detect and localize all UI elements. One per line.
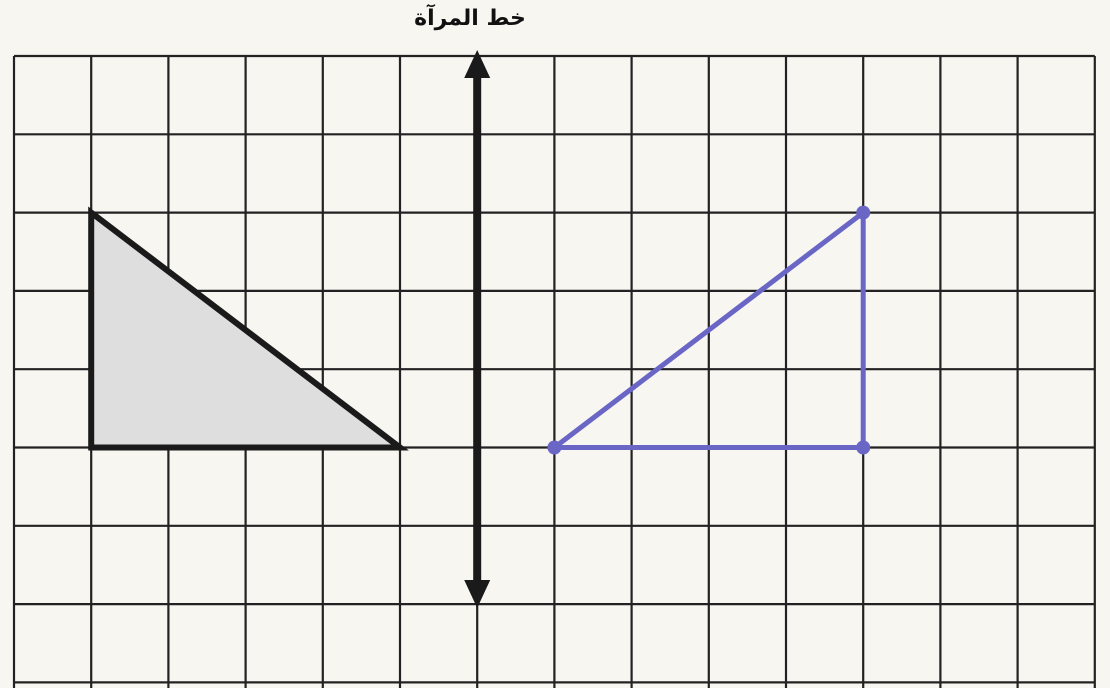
mirror-line-arrowhead-bottom [464, 580, 491, 608]
original-triangle [88, 206, 409, 451]
reflected-triangle-vertex [547, 440, 562, 455]
mirror-line-arrowhead-top [464, 50, 491, 78]
reflected-triangle-vertex [856, 205, 871, 220]
grid-lines [12, 54, 1096, 688]
mirror-line-title: خط المرآة [414, 6, 526, 31]
mirror-line [464, 50, 491, 608]
reflected-triangle-vertex [856, 440, 871, 455]
reflected-triangle-outline [551, 210, 866, 450]
reflected-triangle [547, 205, 871, 455]
